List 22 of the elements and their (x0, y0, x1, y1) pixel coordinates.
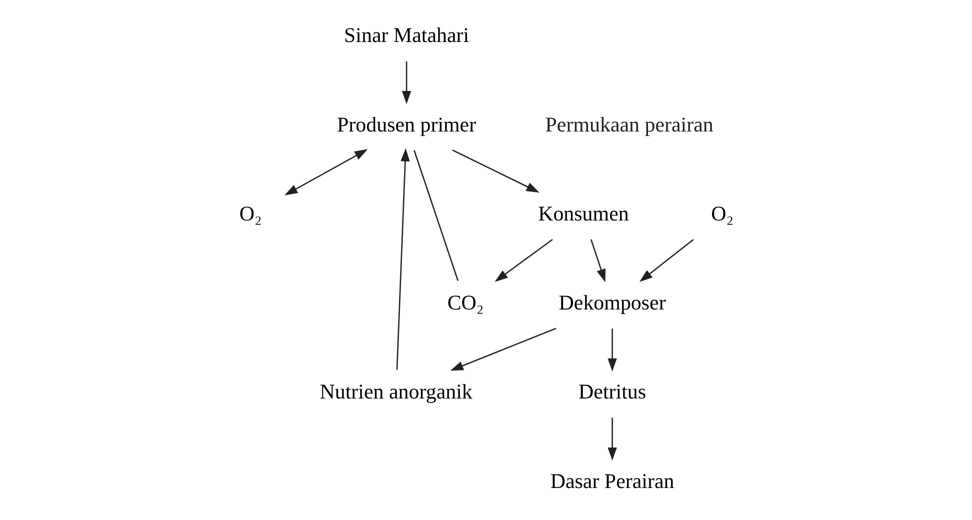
arrow (401, 61, 411, 104)
node-text: Dekomposer (558, 290, 666, 315)
node-text: Konsumen (538, 201, 628, 226)
arrow (284, 149, 368, 196)
arrow (607, 418, 616, 461)
node-text: Nutrien anorganik (319, 380, 472, 404)
node-text: Produsen primer (336, 112, 476, 136)
arrow (607, 328, 616, 372)
node-text: Detritus (578, 380, 646, 404)
arrow (638, 238, 694, 282)
node-text: Sinar Matahari (344, 23, 469, 48)
node-text: CO₂ (446, 290, 484, 315)
arrow (450, 328, 556, 371)
label: Permukaan perairan (544, 112, 713, 136)
arrow (396, 148, 410, 370)
node-text: O₂ (238, 201, 262, 226)
arrow (590, 239, 606, 282)
connector (413, 150, 458, 281)
node-text: Dasar Perairan (550, 468, 674, 493)
arrow (494, 238, 552, 282)
node-text: O₂ (710, 201, 734, 226)
arrow (452, 150, 539, 193)
